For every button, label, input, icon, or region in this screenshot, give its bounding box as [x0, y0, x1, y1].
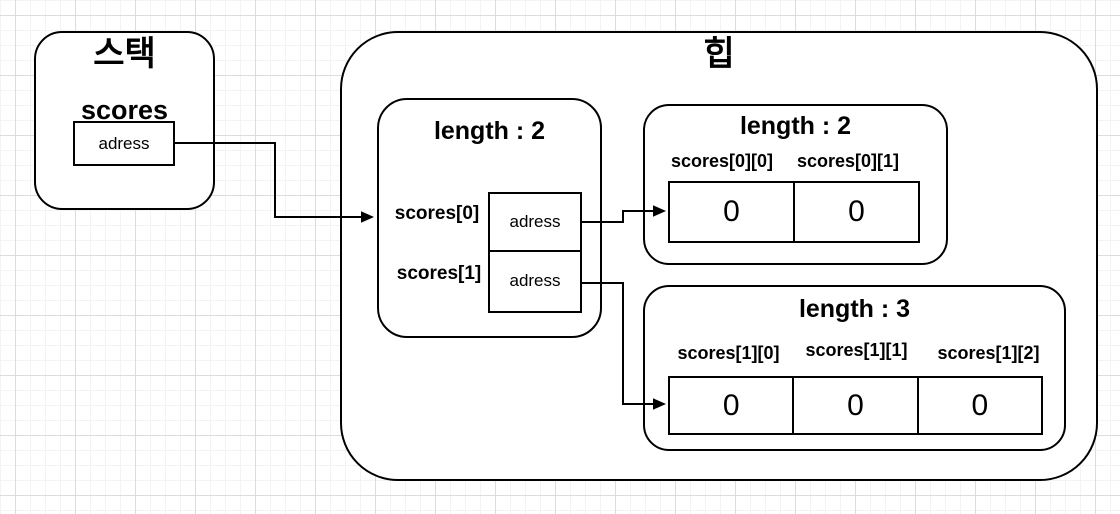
array-row1-cell-label-1: scores[1][1] [805, 340, 908, 360]
array-row0-cell-1: 0 [793, 183, 918, 241]
pointer-row-label-0: scores[0] [394, 203, 480, 224]
array-row1-box: length : 3 scores[1][0] scores[1][1] sco… [643, 285, 1066, 451]
pointer-address-cell-1: adress [509, 270, 561, 290]
pointer-table-length-title: length : 2 [433, 117, 546, 145]
stack-title: 스택 [93, 35, 156, 73]
array-row1-cell-0: 0 [722, 388, 740, 422]
pointer-cell-stack: adress adress [488, 192, 582, 313]
stack-variable-label: scores [80, 95, 169, 125]
array-row0-cell-label-0: scores[0][0] [670, 151, 774, 171]
pointer-address-cell-0: adress [490, 194, 580, 252]
array-row1-length-title: length : 3 [798, 295, 911, 323]
array-row1-cell-label-0: scores[1][0] [677, 343, 780, 363]
array-row1-cell-label-2: scores[1][2] [937, 343, 1040, 363]
stack-address-box: adress [73, 121, 175, 166]
array-row0-box: length : 2 scores[0][0] scores[0][1] 0 0 [643, 104, 948, 265]
pointer-table-box: length : 2 scores[0] scores[1] adress ad… [377, 98, 602, 338]
array-row1-cell-1: 0 [792, 378, 916, 433]
pointer-row-label-1: scores[1] [396, 263, 482, 284]
array-row0-cell-0: 0 [723, 195, 740, 228]
array-row1-cell-2: 0 [916, 378, 1041, 433]
array-row1-cells: 0 0 0 [668, 376, 1043, 435]
array-row0-cell-label-1: scores[0][1] [796, 151, 900, 171]
heap-title: 힙 [703, 35, 735, 73]
array-row0-length-title: length : 2 [739, 112, 852, 140]
stack-box: 스택 scores adress [34, 31, 215, 210]
array-row0-cells: 0 0 [668, 181, 920, 243]
stack-address-value: adress [98, 133, 150, 153]
